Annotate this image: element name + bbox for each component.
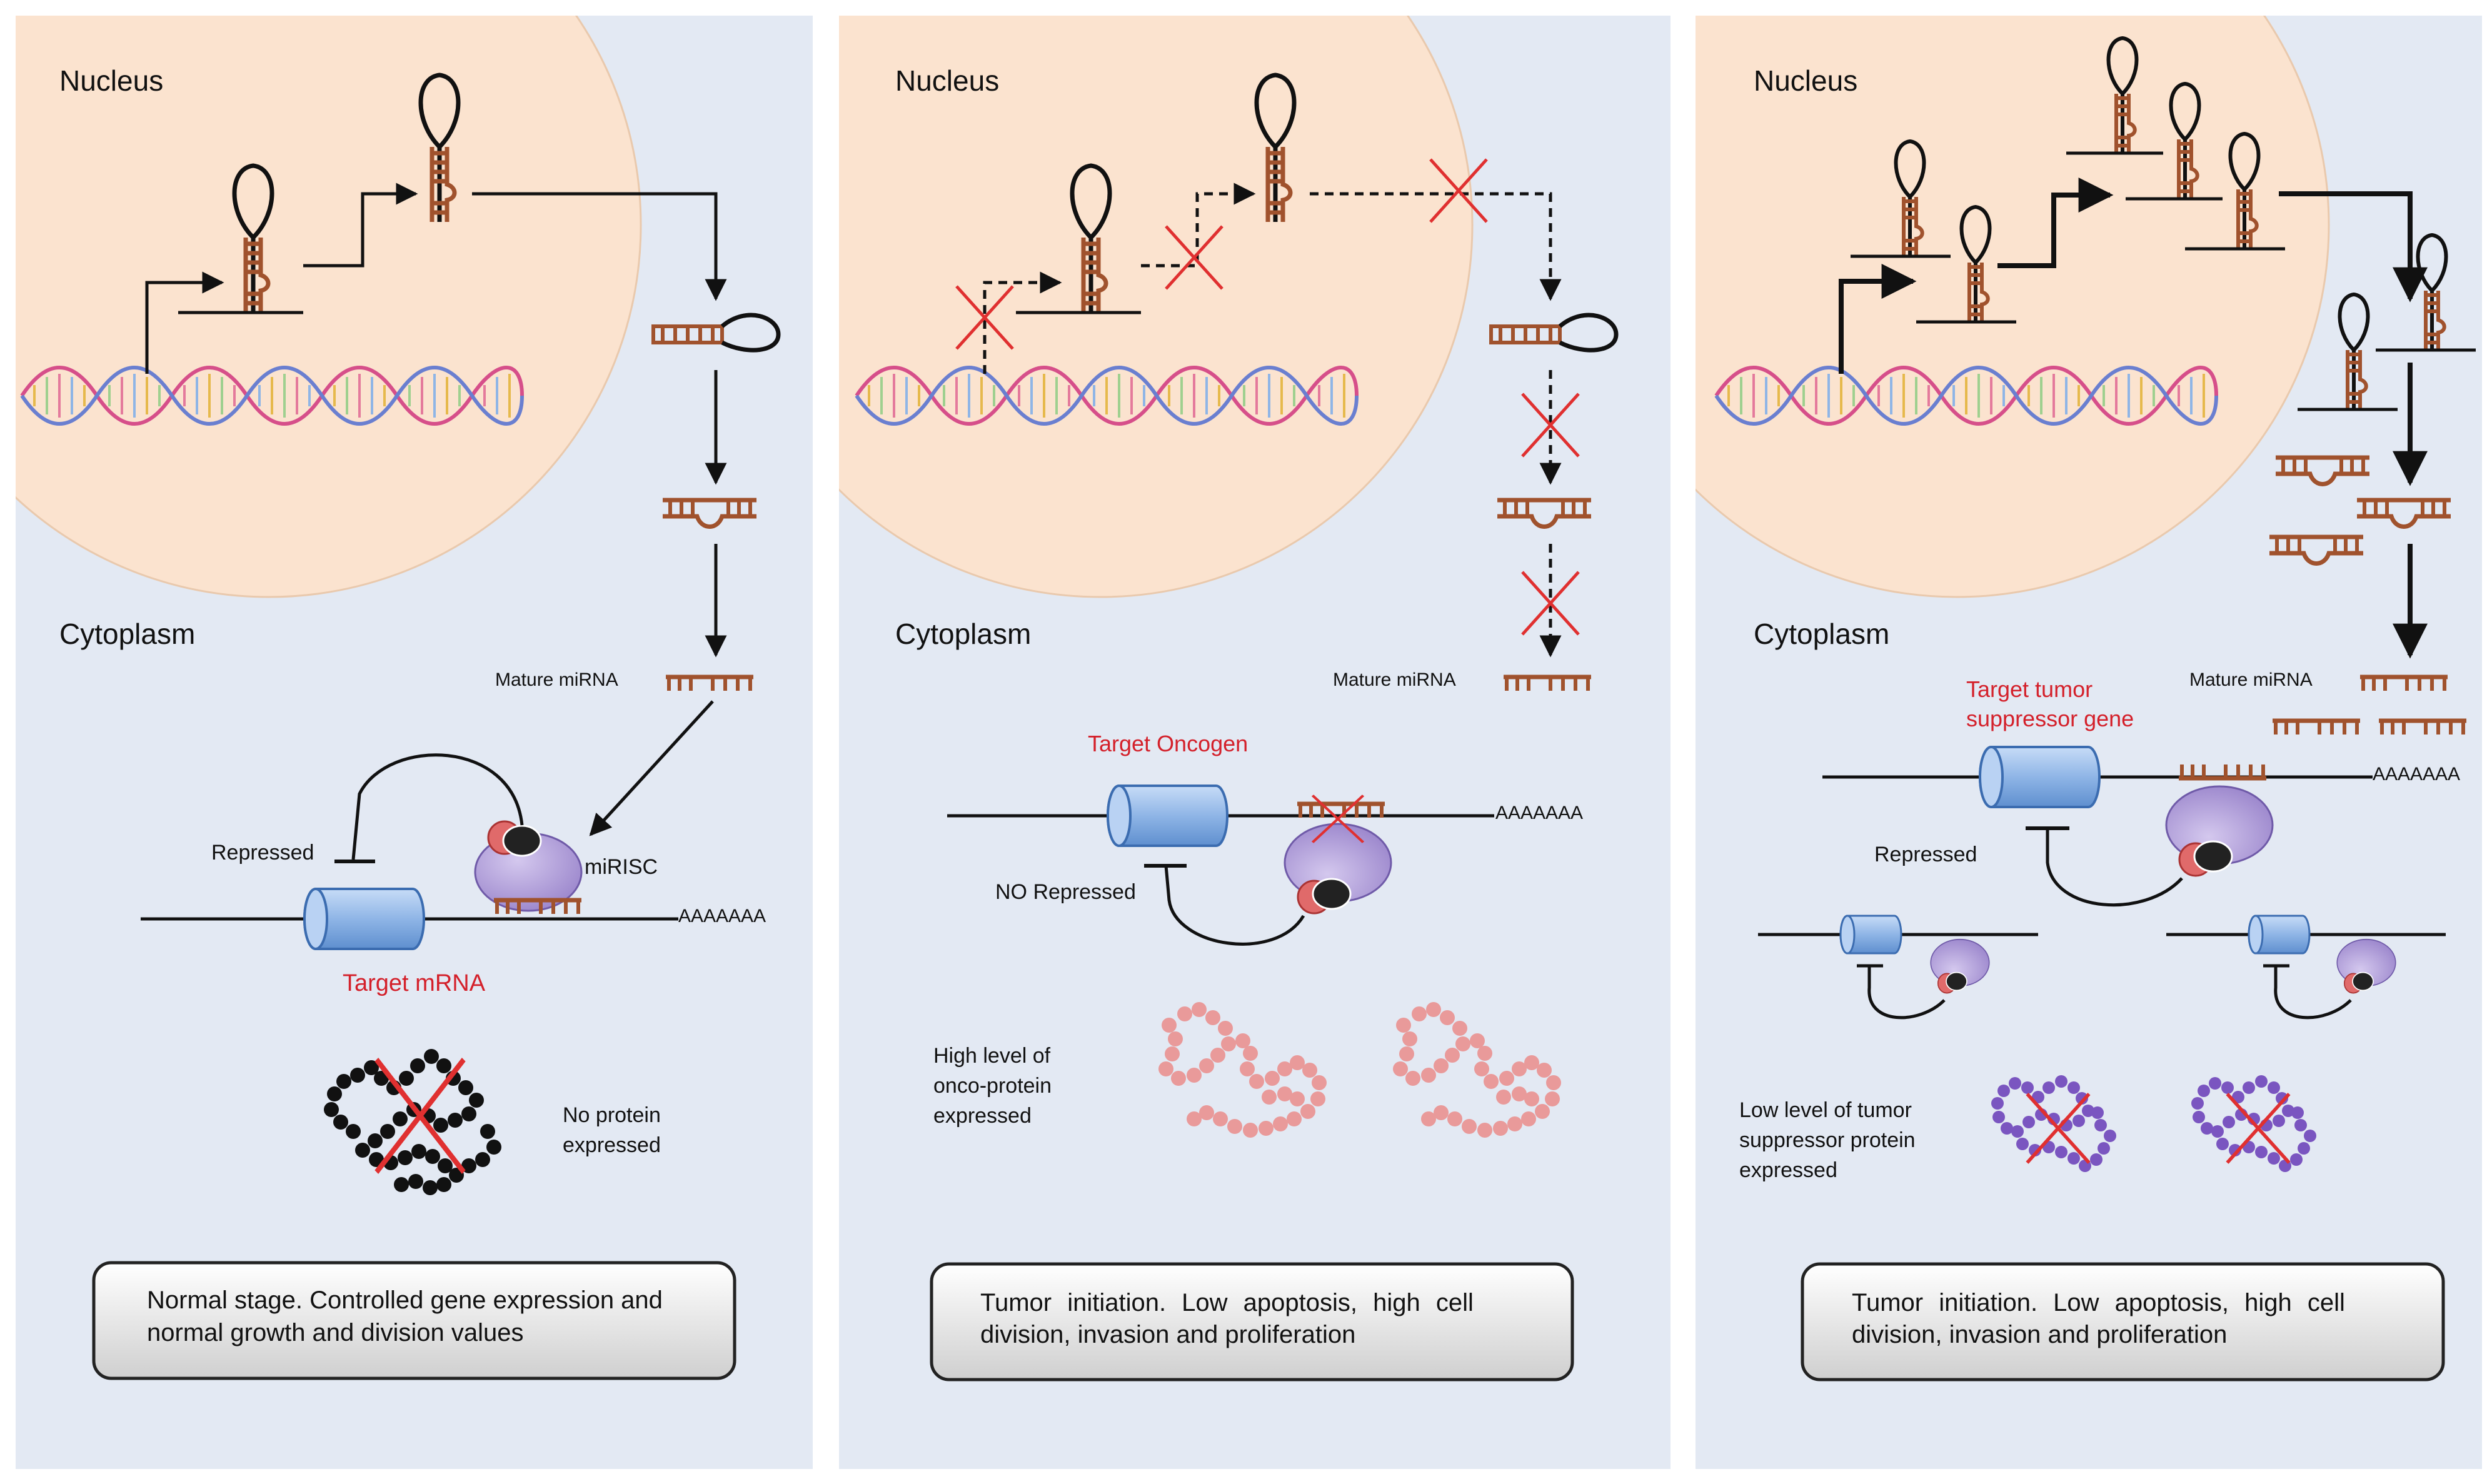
caption-line1: Tumor initiation. Low apoptosis, high ce… [980,1289,1474,1316]
processing-arrow [303,183,418,268]
cytoplasm-label: Cytoplasm [895,618,1031,650]
export-arrow [2279,191,2428,303]
protein-label-line2: onco-protein [933,1074,1052,1098]
polya-tail: AAAAAAA [678,906,766,926]
caption-box [930,1262,1574,1381]
mirisc-label: miRISC [585,855,658,879]
caption-line2: normal growth and division values [147,1319,524,1346]
mature-mirna-label: Mature miRNA [495,669,618,690]
risc-loading-arrow [589,700,714,836]
panel-oncogene: Nucleus Cytoplasm Mature miRNA Target On… [839,16,1671,1469]
target-gene [303,888,425,950]
caption-box [1801,1262,2445,1381]
target-mrna-label: Target mRNA [343,970,486,996]
polya-tail: AAAAAAA [1495,803,1583,823]
caption-box [92,1261,736,1380]
protein-label-line2: suppressor protein [1739,1128,1916,1152]
target-label-line1: Target tumor [1966,676,2093,702]
repression-arc [2046,828,2183,907]
nucleus-label: Nucleus [895,64,999,97]
nucleus-label: Nucleus [59,64,163,97]
tumor-suppressor-gene-small [1839,915,1902,955]
repression-arc [351,753,524,860]
panel-normal: Nucleus Cytoplasm Mature miRNA AAAAAAA m… [16,16,813,1469]
processing-arrow [1997,178,2114,268]
nucleus-area [16,16,642,598]
caption-line1: Normal stage. Controlled gene expression… [147,1286,663,1314]
tumor-suppressor-gene-small [2248,915,2311,955]
export-arrow [1310,192,1562,301]
transcription-arrow [145,271,224,374]
repressed-label: Repressed [1874,843,1977,866]
caption-line2: division, invasion and proliferation [980,1321,1355,1348]
nucleus-area [839,16,1474,598]
protein-label-line3: expressed [1739,1158,1837,1182]
cytoplasm-label: Cytoplasm [59,618,195,650]
repressed-label: Repressed [211,841,314,865]
mature-mirna-label: Mature miRNA [2189,669,2313,690]
no-repressed-label: NO Repressed [995,880,1136,904]
protein-label-line1: No protein [563,1103,661,1127]
caption-line1: Tumor initiation. Low apoptosis, high ce… [1852,1289,2345,1316]
nucleus-label: Nucleus [1754,64,1857,97]
panel-tumor-suppressor: Nucleus Cytoplasm Mature miRNA Target tu… [1696,16,2482,1469]
protein-label-line2: expressed [563,1133,661,1157]
target-label-line2: suppressor gene [1966,706,2134,731]
target-oncogen-label: Target Oncogen [1088,731,1248,756]
protein-label-line3: expressed [933,1104,1032,1128]
caption-line2: division, invasion and proliferation [1852,1321,2227,1348]
processing-arrow [1141,183,1256,268]
nucleus-area [1696,16,2330,598]
cytoplasm-label: Cytoplasm [1754,618,1889,650]
repression-arc [1164,865,1305,946]
polya-tail: AAAAAAA [2373,764,2460,785]
protein-label-line1: Low level of tumor [1739,1098,1912,1122]
mature-mirna-label: Mature miRNA [1333,669,1456,690]
tumor-suppressor-gene [1979,746,2101,808]
protein-label-line1: High level of [933,1044,1051,1068]
oncogene [1107,785,1228,847]
transcription-arrow [1839,264,1917,374]
transcription-arrow [983,271,1062,374]
repression-arc-small [1867,966,1946,1020]
repression-arc-small [2274,966,2352,1020]
export-arrow [472,192,727,301]
